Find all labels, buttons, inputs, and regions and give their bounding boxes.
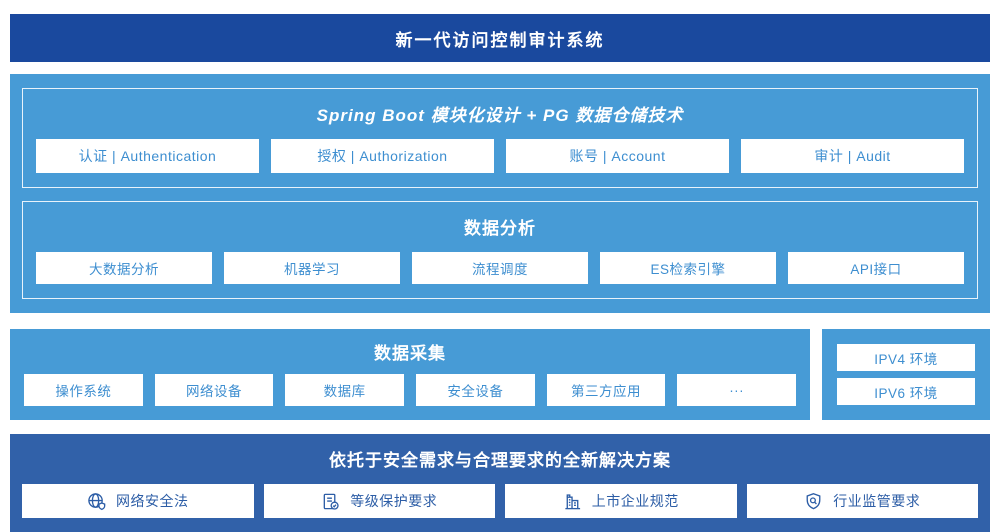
solution-title: 依托于安全需求与合理要求的全新解决方案 — [329, 451, 671, 470]
env-box-ipv6: IPV6 环境 — [837, 378, 975, 405]
collection-label: 数据库 — [323, 384, 366, 399]
env-label: IPV4 环境 — [874, 351, 938, 367]
collection-label: 操作系统 — [55, 384, 112, 399]
analysis-box-api: API接口 — [788, 252, 964, 284]
collection-label: 网络设备 — [186, 384, 242, 399]
analysis-panel: 数据分析 大数据分析 机器学习 流程调度 ES检索引擎 API接口 — [22, 201, 978, 299]
modules-row: 认证 | Authentication 授权 | Authorization 账… — [36, 139, 964, 173]
modules-panel: Spring Boot 模块化设计 + PG 数据仓储技术 认证 | Authe… — [22, 88, 978, 188]
platform-section: Spring Boot 模块化设计 + PG 数据仓储技术 认证 | Authe… — [10, 74, 990, 313]
analysis-label: 机器学习 — [284, 262, 340, 277]
collection-box-thirdparty: 第三方应用 — [546, 374, 666, 406]
collection-label: 第三方应用 — [571, 384, 642, 399]
header-banner: 新一代访问控制审计系统 — [10, 14, 990, 62]
solution-label: 上市企业规范 — [591, 493, 679, 509]
module-box-authentication: 认证 | Authentication — [36, 139, 259, 173]
module-label: 审计 | Audit — [814, 148, 891, 164]
solution-label: 网络安全法 — [116, 493, 189, 509]
solution-box-industry-regulation: 行业监管要求 — [746, 484, 978, 518]
building-icon — [563, 492, 582, 511]
document-check-icon — [321, 492, 340, 511]
analysis-label: 流程调度 — [472, 262, 528, 277]
solution-label: 等级保护要求 — [350, 493, 438, 509]
env-box-ipv4: IPV4 环境 — [837, 344, 975, 371]
collection-ellipsis: ··· — [729, 382, 745, 398]
analysis-box-bigdata: 大数据分析 — [36, 252, 212, 284]
analysis-label: 大数据分析 — [89, 262, 159, 277]
collection-box-security: 安全设备 — [416, 374, 535, 406]
collection-box-network: 网络设备 — [154, 374, 274, 406]
collection-box-os: 操作系统 — [24, 374, 143, 406]
module-box-authorization: 授权 | Authorization — [271, 139, 494, 173]
collection-title: 数据采集 — [374, 344, 446, 363]
analysis-box-es: ES检索引擎 — [600, 252, 776, 284]
globe-shield-icon — [87, 492, 106, 511]
analysis-box-ml: 机器学习 — [224, 252, 400, 284]
middle-row: 数据采集 操作系统 网络设备 数据库 安全设备 第三方应用 ··· IPV4 环… — [10, 329, 990, 420]
collection-box-more: ··· — [677, 374, 797, 406]
solution-label: 行业监管要求 — [833, 493, 921, 509]
solution-box-grade-protection: 等级保护要求 — [263, 484, 495, 518]
analysis-label: ES检索引擎 — [650, 262, 726, 277]
module-label: 账号 | Account — [569, 148, 666, 164]
shield-search-icon — [804, 492, 823, 511]
collection-box-database: 数据库 — [285, 374, 405, 406]
module-label: 认证 | Authentication — [78, 148, 217, 164]
analysis-title: 数据分析 — [464, 219, 536, 238]
collection-section: 数据采集 操作系统 网络设备 数据库 安全设备 第三方应用 ··· — [10, 329, 810, 420]
collection-row: 操作系统 网络设备 数据库 安全设备 第三方应用 ··· — [24, 374, 797, 406]
analysis-row: 大数据分析 机器学习 流程调度 ES检索引擎 API接口 — [36, 252, 964, 284]
collection-label: 安全设备 — [447, 384, 504, 399]
module-label: 授权 | Authorization — [317, 148, 448, 164]
env-label: IPV6 环境 — [874, 385, 938, 401]
modules-title: Spring Boot 模块化设计 + PG 数据仓储技术 — [316, 106, 684, 125]
solution-section: 依托于安全需求与合理要求的全新解决方案 网络安全法 — [10, 434, 990, 532]
module-box-audit: 审计 | Audit — [741, 139, 964, 173]
solution-box-listed-company: 上市企业规范 — [505, 484, 737, 518]
page-title: 新一代访问控制审计系统 — [395, 30, 605, 50]
module-box-account: 账号 | Account — [506, 139, 729, 173]
solution-row: 网络安全法 等级保护要求 — [22, 484, 978, 518]
analysis-box-workflow: 流程调度 — [412, 252, 588, 284]
analysis-label: API接口 — [850, 262, 902, 277]
solution-box-cybersecurity-law: 网络安全法 — [22, 484, 254, 518]
environment-section: IPV4 环境 IPV6 环境 — [822, 329, 990, 420]
